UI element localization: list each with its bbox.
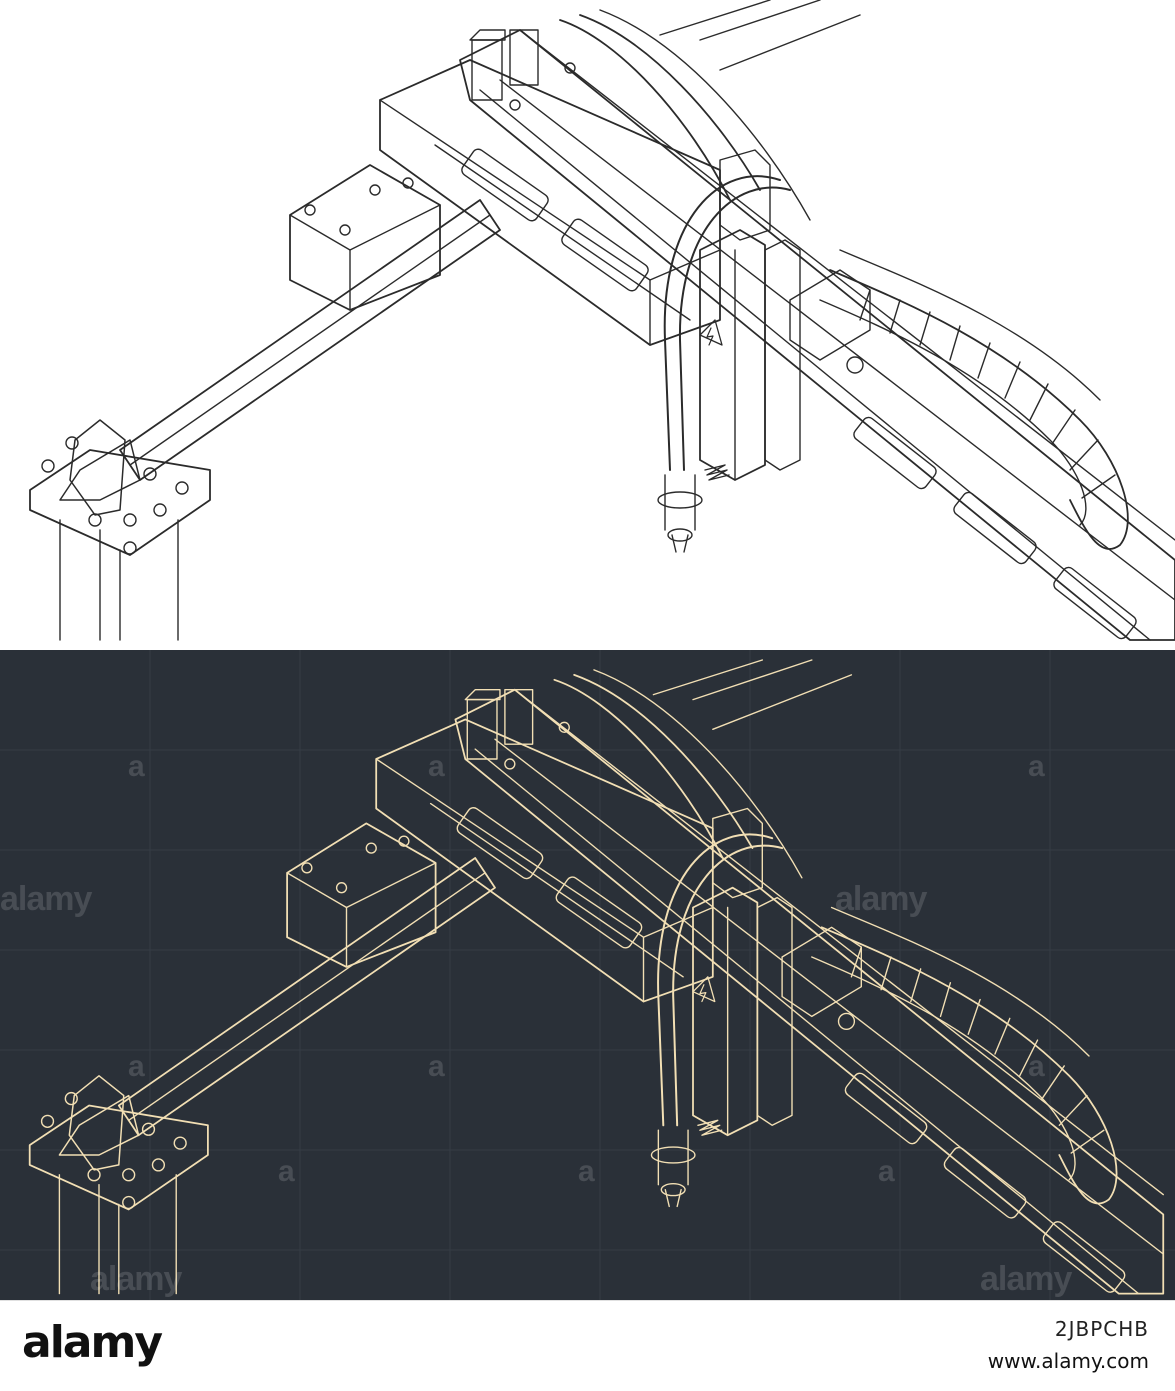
gantry-drawing-light	[0, 0, 1175, 650]
light-drawing-panel	[0, 0, 1175, 650]
stock-footer: alamy 2JBPCHB www.alamy.com	[0, 1300, 1175, 1391]
dark-blueprint-panel: a a a alamy alamy a a a a a a alamy alam…	[0, 650, 1175, 1300]
light-background	[0, 0, 1175, 650]
image-id: 2JBPCHB	[1054, 1317, 1149, 1341]
gantry-drawing-dark	[0, 650, 1175, 1300]
site-url[interactable]: www.alamy.com	[987, 1349, 1149, 1373]
brand-logo[interactable]: alamy	[22, 1317, 163, 1368]
footer-meta: 2JBPCHB www.alamy.com	[988, 1317, 1149, 1373]
